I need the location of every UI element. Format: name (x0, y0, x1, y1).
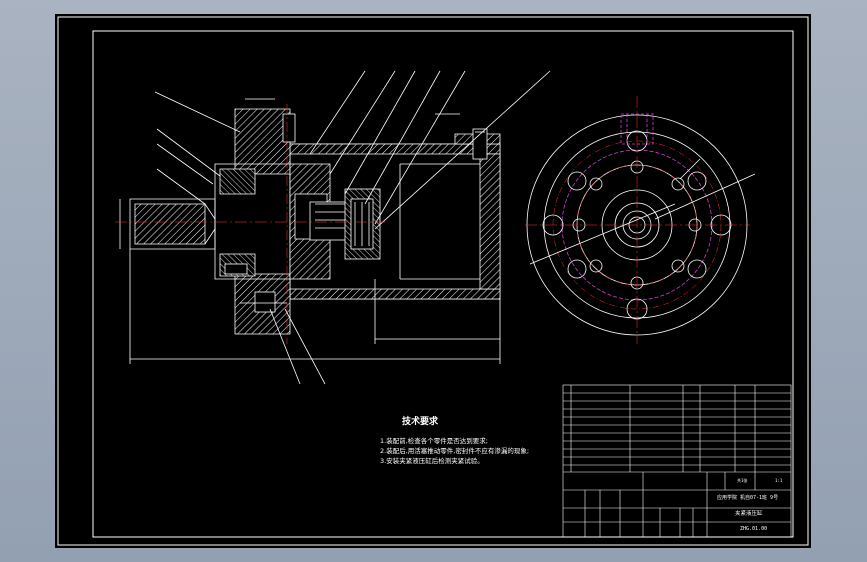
title-block (562, 384, 792, 538)
inner-frame (92, 30, 794, 538)
tech-req-line-3: 3.安装夹紧液压缸后检测夹紧试验。 (380, 457, 484, 465)
title-sheet: 共1张 (737, 478, 748, 483)
title-school: 应用学院 机自07-1班 9号 (717, 495, 779, 501)
title-drawing-no: ZHG.01.00 (740, 526, 768, 532)
front-view (525, 96, 756, 344)
section-view (119, 70, 551, 385)
tech-req-line-2: 2.装配后,用活塞推动零件,密封件不应有渗漏的现象; (380, 447, 530, 455)
cad-drawing (57, 16, 809, 546)
title-drawing-name: 夹紧液压缸 (735, 511, 763, 517)
drawing-viewport[interactable]: 技术要求 1.装配前,检查各个零件是否达到要求; 2.装配后,用活塞推动零件,密… (55, 14, 811, 548)
outer-border (57, 16, 809, 546)
tech-req-title: 技术要求 (402, 417, 439, 427)
title-scale: 1:1 (775, 478, 783, 483)
tech-req-line-1: 1.装配前,检查各个零件是否达到要求; (380, 437, 488, 445)
